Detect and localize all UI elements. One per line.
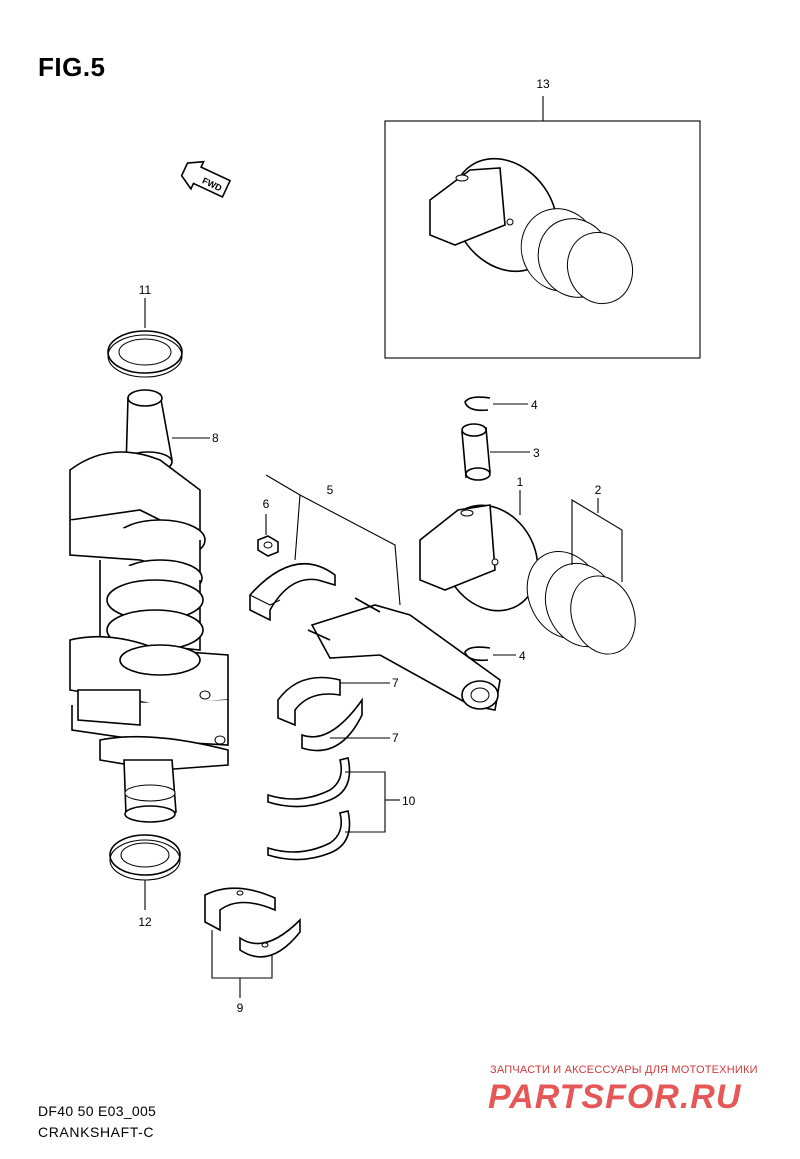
callout-11: 11	[139, 283, 152, 297]
piston: 1	[419, 475, 539, 612]
callout-12: 12	[138, 915, 152, 929]
piston-pin: 3	[461, 423, 540, 481]
callout-2: 2	[595, 483, 602, 497]
thrust-washers: 10	[267, 757, 416, 861]
connecting-rod	[307, 597, 501, 711]
con-rod-bearings: 7 7	[277, 676, 399, 752]
callout-4a: 4	[531, 398, 538, 412]
oil-seal-lower: 12	[109, 834, 181, 929]
connecting-rod-leaders: 6 5	[263, 474, 401, 606]
piston-kit-box: 13	[384, 77, 701, 359]
callout-8: 8	[212, 431, 219, 445]
callout-3: 3	[533, 446, 540, 460]
crankshaft: 8	[69, 389, 229, 823]
oil-seal-upper: 11	[107, 283, 183, 378]
callout-13: 13	[536, 77, 550, 91]
callout-10: 10	[402, 794, 416, 808]
kit-piston-rings	[520, 208, 633, 305]
fwd-arrow: FWD	[180, 160, 232, 199]
callout-7b: 7	[392, 731, 399, 745]
callout-5: 5	[327, 483, 334, 497]
main-bearings: 9	[204, 887, 301, 1015]
callout-9: 9	[237, 1001, 244, 1015]
watermark-logo: PARTSFOR.RU	[488, 1078, 742, 1116]
watermark-caption: ЗАПЧАСТИ И АКСЕССУАРЫ ДЛЯ МОТОТЕХНИКИ	[490, 1064, 758, 1076]
callout-6: 6	[263, 497, 270, 511]
callout-1: 1	[517, 475, 524, 489]
piston-rings: 2	[526, 483, 636, 655]
callout-4b: 4	[519, 649, 526, 663]
diagram-reference-name: CRANKSHAFT-C	[38, 1124, 155, 1140]
figure-title: FIG.5	[38, 52, 106, 82]
diagram-reference-code: DF40 50 E03_005	[38, 1103, 157, 1119]
circlip-upper: 4	[464, 396, 538, 412]
connecting-rod-nut	[257, 535, 279, 557]
callout-7a: 7	[392, 676, 399, 690]
circlip-lower: 4	[464, 646, 526, 663]
connecting-rod-cap	[249, 562, 336, 622]
